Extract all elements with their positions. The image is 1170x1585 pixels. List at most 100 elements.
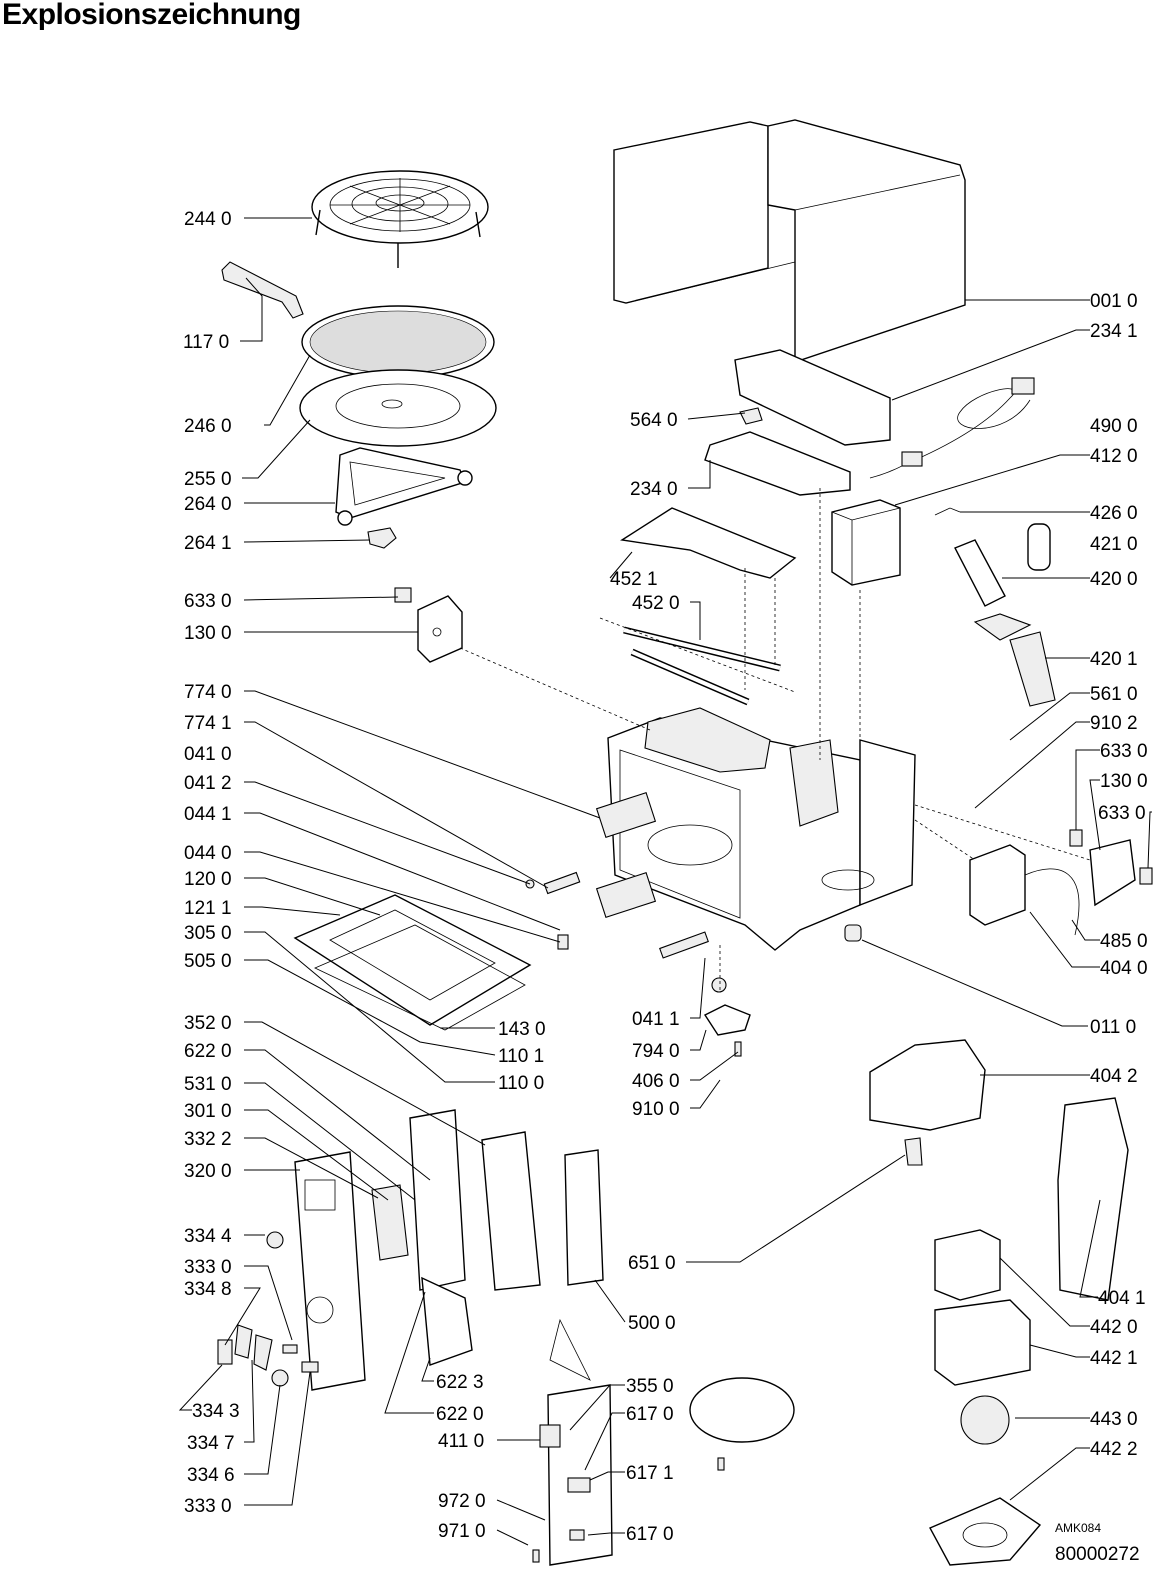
label-420-1: 420 1 [1090, 649, 1138, 670]
label-352-0: 352 0 [184, 1013, 232, 1034]
label-505-0: 505 0 [184, 951, 232, 972]
outer-case-drawing [613, 119, 966, 363]
drawing-code: AMK084 [1055, 1521, 1101, 1535]
cover-234-0-drawing [704, 431, 851, 496]
part-labels: 244 0 117 0 246 0 255 0 264 0 264 1 633 … [183, 209, 1148, 1565]
label-044-1: 044 1 [184, 804, 232, 825]
label-633-0-right-a: 633 0 [1100, 741, 1148, 762]
label-404-2: 404 2 [1090, 1066, 1138, 1087]
label-442-0: 442 0 [1090, 1317, 1138, 1338]
label-561-0: 561 0 [1090, 684, 1138, 705]
label-794-0: 794 0 [632, 1041, 680, 1062]
label-411-0: 411 0 [438, 1431, 484, 1452]
label-234-0: 234 0 [630, 479, 678, 500]
assembly-lines [459, 488, 1091, 990]
label-633-0-right-b: 633 0 [1098, 803, 1146, 824]
label-130-0-right: 130 0 [1100, 771, 1148, 792]
label-420-0: 420 0 [1090, 569, 1138, 590]
label-320-0: 320 0 [184, 1161, 232, 1182]
cover-452-1-drawing [620, 507, 797, 579]
roller-ring-drawing [335, 447, 473, 526]
label-404-0: 404 0 [1100, 958, 1148, 979]
label-011-0: 011 0 [1090, 1017, 1136, 1038]
label-264-0: 264 0 [184, 494, 232, 515]
label-617-0-top: 617 0 [626, 1404, 674, 1425]
label-143-0: 143 0 [498, 1019, 546, 1040]
label-121-1: 121 1 [184, 898, 232, 919]
label-333-0-top: 333 0 [184, 1257, 232, 1278]
pcb-drawing [532, 1384, 613, 1566]
label-564-0: 564 0 [630, 410, 678, 431]
label-244-0: 244 0 [184, 209, 232, 230]
label-774-0: 774 0 [184, 682, 232, 703]
label-971-0: 971 0 [438, 1521, 486, 1542]
cavity-chassis-drawing [595, 707, 916, 951]
label-442-1: 442 1 [1090, 1348, 1138, 1369]
label-110-0: 110 0 [498, 1073, 544, 1094]
label-633-0-left: 633 0 [184, 591, 232, 612]
label-404-1: 404 1 [1098, 1288, 1146, 1309]
door-drawing [293, 871, 581, 1031]
page-title: Explosionszeichnung [2, 0, 301, 31]
label-041-2: 041 2 [184, 773, 232, 794]
label-305-0: 305 0 [184, 923, 232, 944]
turntable-motor-drawing [659, 931, 751, 1057]
label-044-0: 044 0 [184, 843, 232, 864]
label-651-0: 651 0 [628, 1253, 676, 1274]
label-421-0: 421 0 [1090, 534, 1138, 555]
label-500-0: 500 0 [628, 1313, 676, 1334]
transformer-drawing [831, 499, 901, 586]
label-120-0: 120 0 [184, 869, 232, 890]
label-041-1: 041 1 [632, 1009, 680, 1030]
control-panel-drawing [217, 1109, 604, 1391]
label-485-0: 485 0 [1100, 931, 1148, 952]
assembly-arrow-drawing [549, 1318, 591, 1381]
label-334-4: 334 4 [184, 1226, 232, 1247]
label-332-2: 332 2 [184, 1129, 232, 1150]
label-234-1: 234 1 [1090, 321, 1138, 342]
handle-drawing [221, 261, 304, 319]
label-774-1: 774 1 [184, 713, 232, 734]
label-490-0: 490 0 [1090, 416, 1138, 437]
oval-cover-drawing [689, 1377, 795, 1443]
label-622-0-top: 622 0 [184, 1041, 232, 1062]
clip-564-drawing [739, 407, 763, 425]
leader-lines [178, 217, 1152, 1546]
heater-tubes-drawing [623, 626, 781, 706]
label-041-0: 041 0 [184, 744, 232, 765]
label-452-1: 452 1 [610, 569, 658, 590]
label-443-0: 443 0 [1090, 1409, 1138, 1430]
label-442-2: 442 2 [1090, 1439, 1138, 1460]
label-264-1: 264 1 [184, 533, 232, 554]
label-334-6: 334 6 [187, 1465, 235, 1486]
coupler-drawing [367, 527, 397, 549]
switch-right-drawing [969, 829, 1153, 936]
grill-rack-drawing [311, 170, 489, 268]
label-406-0: 406 0 [632, 1071, 680, 1092]
label-910-2: 910 2 [1090, 713, 1138, 734]
label-617-0-bottom: 617 0 [626, 1524, 674, 1545]
label-334-3: 334 3 [192, 1401, 240, 1422]
label-452-0: 452 0 [632, 593, 680, 614]
label-130-0-left: 130 0 [184, 623, 232, 644]
cable-drawing [869, 377, 1035, 479]
label-972-0: 972 0 [438, 1491, 486, 1512]
document-number: 80000272 [1055, 1544, 1140, 1565]
part-drawings [217, 119, 1153, 1566]
label-246-0: 246 0 [184, 416, 232, 437]
mesh-plate-drawing [301, 305, 495, 379]
turntable-glass-drawing [299, 369, 497, 447]
label-001-0: 001 0 [1090, 291, 1138, 312]
switch-left-drawing [394, 587, 463, 663]
label-333-0-bottom: 333 0 [184, 1496, 232, 1517]
label-617-1: 617 1 [626, 1463, 674, 1484]
label-412-0: 412 0 [1090, 446, 1138, 467]
label-110-1: 110 1 [498, 1046, 544, 1067]
label-117-0: 117 0 [183, 332, 229, 353]
label-355-0: 355 0 [626, 1376, 674, 1397]
label-301-0: 301 0 [184, 1101, 232, 1122]
label-910-0: 910 0 [632, 1099, 680, 1120]
cover-234-1-drawing [734, 349, 891, 446]
label-531-0: 531 0 [184, 1074, 232, 1095]
foot-drawing [844, 924, 862, 942]
